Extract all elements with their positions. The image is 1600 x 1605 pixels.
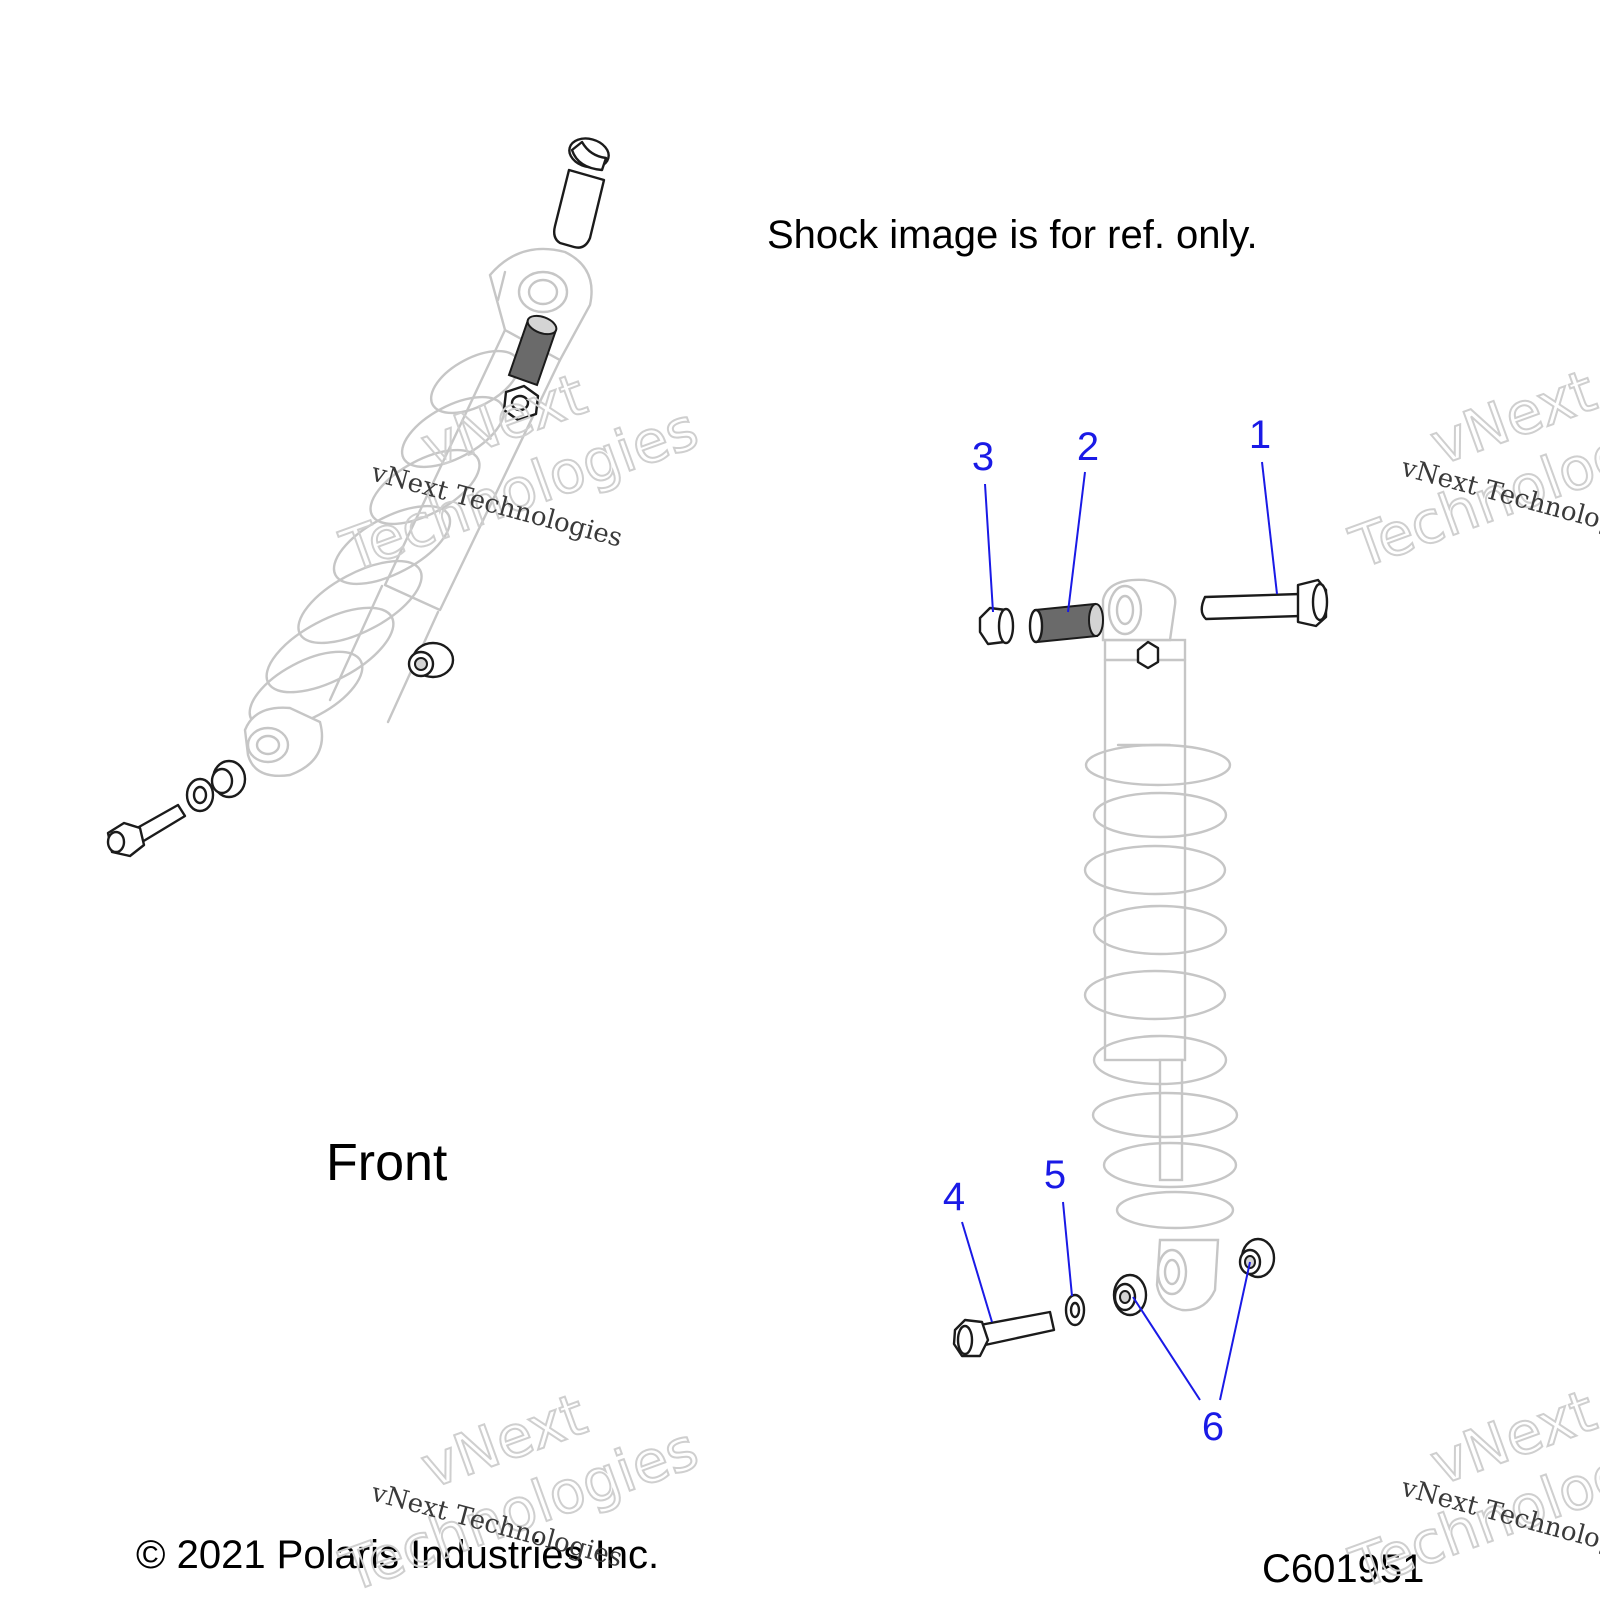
part-5-washer xyxy=(1064,1293,1086,1327)
callout-4: 4 xyxy=(943,1175,965,1219)
callout-6: 6 xyxy=(1202,1405,1224,1449)
part-2-sleeve xyxy=(1028,602,1104,644)
callout-3: 3 xyxy=(972,435,994,479)
left-coil-spring xyxy=(248,349,521,730)
right-coil-spring xyxy=(1083,743,1239,1230)
leader-3 xyxy=(984,483,994,613)
callout-5: 5 xyxy=(1044,1153,1066,1197)
left-upper-bolt xyxy=(552,137,610,249)
left-sleeve xyxy=(507,314,558,387)
leader-6a xyxy=(1132,1296,1201,1401)
part-1-bolt xyxy=(1200,578,1329,628)
part-3-flange-nut xyxy=(978,606,1015,646)
right-lower-eyelet xyxy=(1155,1238,1220,1312)
part-4-lower-bolt xyxy=(952,1310,1056,1358)
leader-4 xyxy=(961,1221,993,1323)
watermark-right-top: vNext Technologies xyxy=(1341,356,1600,584)
callouts: 1 2 3 4 5 6 xyxy=(943,413,1278,1449)
callout-1: 1 xyxy=(1249,413,1271,457)
left-lower-hardware xyxy=(106,759,247,858)
view-label: Front xyxy=(326,1134,448,1192)
leader-2 xyxy=(1067,471,1086,613)
left-lower-eyelet xyxy=(243,706,324,777)
reference-note: Shock image is for ref. only. xyxy=(767,213,1258,257)
leader-5 xyxy=(1062,1201,1073,1297)
watermark-right-bottom: vNext Technologies xyxy=(1341,1376,1600,1604)
callout-2: 2 xyxy=(1077,425,1099,469)
left-flange-nut xyxy=(502,384,540,422)
left-upper-eyelet xyxy=(488,247,593,362)
watermark-left-top: vNext Technologies xyxy=(331,359,707,587)
right-shock-assembly xyxy=(1083,578,1239,1312)
figure-code: C601951 xyxy=(1262,1547,1424,1591)
left-shock-assembly xyxy=(243,247,593,777)
left-side-bushing xyxy=(407,641,455,679)
right-upper-eyelet xyxy=(1101,578,1177,670)
leader-6b xyxy=(1219,1261,1251,1401)
copyright: © 2021 Polaris Industries Inc. xyxy=(136,1533,659,1577)
leader-1 xyxy=(1261,461,1278,595)
